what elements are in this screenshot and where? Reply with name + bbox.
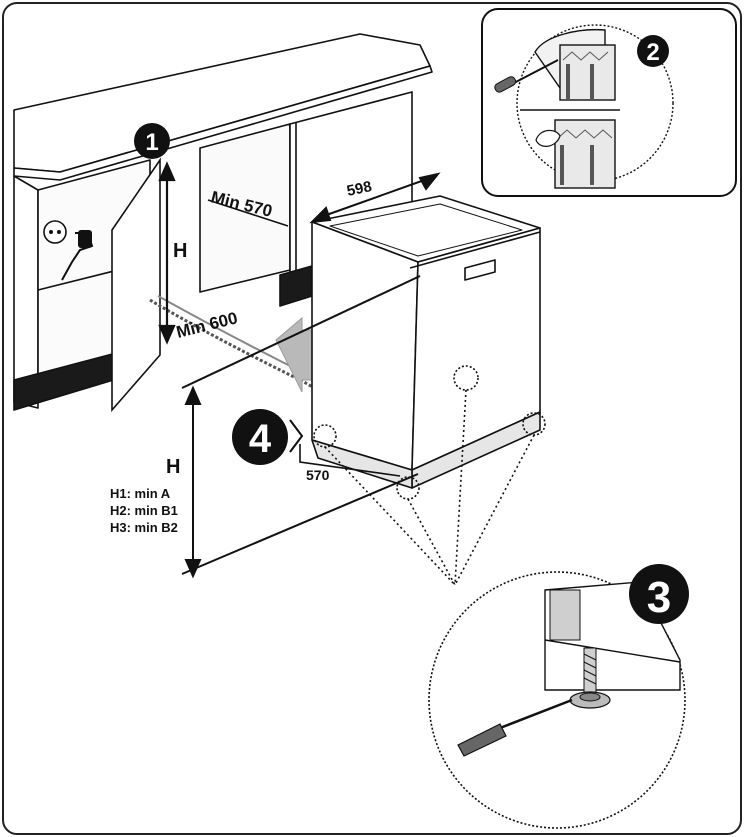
screwdriver-icon: [457, 698, 573, 757]
step-2-number: 2: [646, 39, 659, 66]
cabinet-door: [111, 157, 161, 413]
niche-height-label: H: [173, 240, 187, 262]
step-4-badge: 4: [232, 409, 304, 465]
appliance-width-label: 598: [345, 178, 373, 200]
leader-lines: [324, 389, 535, 586]
step-1-number: 1: [145, 129, 158, 156]
step-4-number: 4: [249, 417, 272, 461]
dishwasher-side: [311, 221, 419, 471]
inset-detail-circle: [516, 24, 674, 182]
screwdriver-icon: [494, 59, 559, 93]
dishwasher: [311, 195, 541, 489]
height-requirement-h2: H2: min B1: [110, 503, 178, 518]
appliance-width-dimension: [309, 172, 441, 224]
appliance-depth-line: [299, 444, 401, 477]
adjustable-foot-icon: [569, 647, 611, 709]
appliance-depth-label: 570: [306, 467, 330, 483]
cabinet-left-end: [13, 175, 39, 409]
appliance-height-label: H: [166, 456, 180, 478]
height-requirement-h1: H1: min A: [110, 486, 171, 501]
appliance-height-dimension: [181, 275, 421, 579]
step-2-inset: 2: [481, 8, 737, 197]
step-3-detail: 3: [428, 564, 689, 829]
door-handle: [464, 259, 496, 281]
drain-hose: [149, 298, 326, 412]
step-1-badge: 1: [134, 123, 170, 159]
height-requirement-h3: H3: min B2: [110, 520, 178, 535]
power-socket-icon: [43, 220, 94, 281]
niche-depth-line: [207, 199, 289, 227]
niche-height-dimension: [158, 161, 176, 345]
step-3-number: 3: [647, 573, 671, 622]
rear-foot-marker: [453, 365, 479, 391]
hand-icon: [535, 129, 561, 147]
